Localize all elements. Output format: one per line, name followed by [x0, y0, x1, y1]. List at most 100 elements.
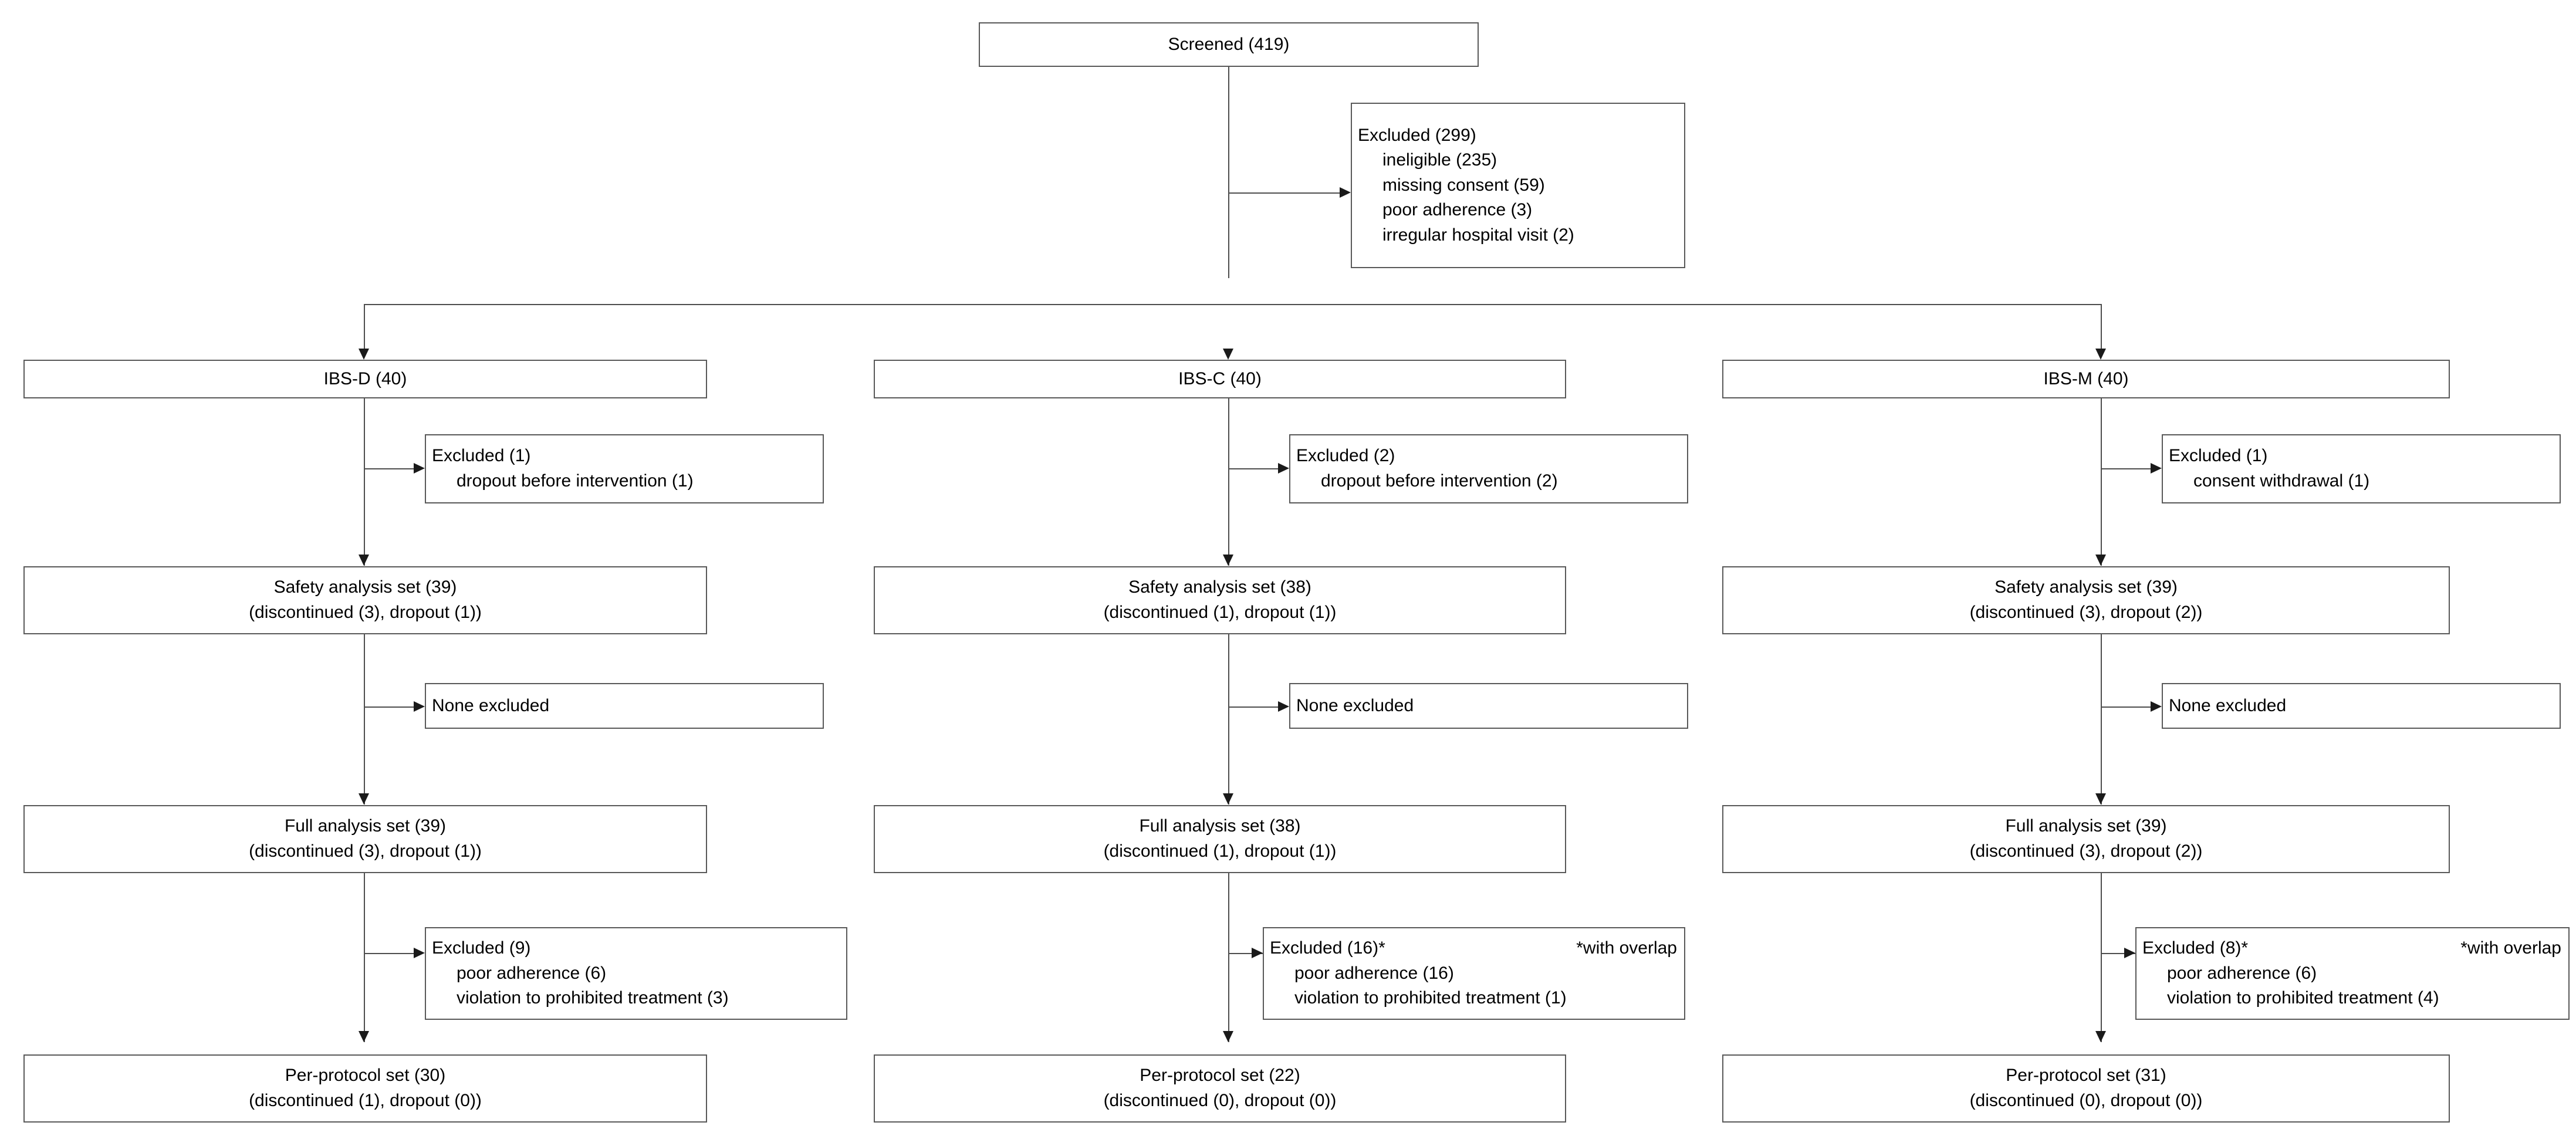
screening-excluded-header: Excluded (299) [1358, 125, 1476, 145]
safety-line-2: (discontinued (3), dropout (2)) [1969, 603, 2203, 622]
excluded-box-ibs-c-1: Excluded (2) dropout before intervention… [1289, 434, 1688, 503]
safety-line-1: Safety analysis set (39) [1994, 577, 2178, 597]
excluded-box-ibs-d-3: Excluded (9) poor adherence (6) violatio… [425, 927, 847, 1020]
arrowhead-ibsc-safety [1223, 555, 1233, 566]
pp-line-1: Per-protocol set (30) [285, 1066, 446, 1086]
excluded-header: Excluded (9) [432, 938, 531, 958]
group-label: IBS-M (40) [2043, 369, 2129, 388]
branch-drop-left [364, 304, 365, 349]
pp-line-2: (discontinued (1), dropout (0)) [249, 1091, 482, 1110]
full-line-2: (discontinued (3), dropout (1)) [249, 841, 482, 861]
connector-ibsm-safety-to-full [2101, 634, 2102, 804]
connector-screened-to-excluded [1228, 192, 1340, 194]
group-label: IBS-D (40) [323, 369, 407, 388]
full-line-1: Full analysis set (38) [1139, 816, 1301, 836]
excluded-reason: violation to prohibited treatment (1) [1294, 988, 1567, 1008]
excluded-reason: poor adherence (16) [1294, 963, 1454, 983]
full-line-1: Full analysis set (39) [2005, 816, 2167, 836]
safety-line-2: (discontinued (3), dropout (1)) [249, 603, 482, 622]
connector-ibsc-excluded1 [1228, 468, 1278, 469]
connector-ibsc-safety-to-full [1228, 634, 1229, 804]
connector-ibsd-excluded1 [364, 468, 414, 469]
safety-box-ibs-c: Safety analysis set (38) (discontinued (… [874, 566, 1566, 634]
branch-bar [364, 304, 2101, 305]
screening-excluded-reason: ineligible (235) [1382, 150, 1497, 170]
excluded-box-ibs-c-3: Excluded (16)* *with overlap poor adhere… [1263, 927, 1685, 1020]
connector-screened-to-branch [1228, 67, 1229, 278]
excluded-reason: poor adherence (6) [457, 963, 607, 983]
full-line-2: (discontinued (3), dropout (2)) [1969, 841, 2203, 861]
arrowhead-group-ibs-m [2095, 349, 2106, 360]
full-line-1: Full analysis set (39) [284, 816, 447, 836]
arrowhead-ibsc-excluded3 [1252, 948, 1263, 958]
arrowhead-group-ibs-c [1223, 349, 1233, 360]
arrowhead-ibsm-pp [2095, 1031, 2106, 1042]
connector-ibsd-group-to-safety [364, 398, 365, 566]
per-protocol-box-ibs-m: Per-protocol set (31) (discontinued (0),… [1722, 1054, 2450, 1123]
full-analysis-box-ibs-m: Full analysis set (39) (discontinued (3)… [1722, 805, 2450, 873]
arrowhead-ibsm-full [2095, 793, 2106, 804]
excluded-header-row: Excluded (2) [1296, 444, 1687, 469]
excluded-header-row: Excluded (16)* *with overlap [1270, 936, 1684, 961]
group-label: IBS-C (40) [1178, 369, 1262, 388]
arrowhead-ibsd-safety [359, 555, 369, 566]
pp-line-1: Per-protocol set (31) [2006, 1066, 2166, 1086]
arrowhead-ibsd-pp [359, 1031, 369, 1042]
arrowhead-ibsd-excluded2 [414, 701, 425, 712]
arrowhead-ibsm-excluded1 [2151, 463, 2162, 474]
excluded-reason: poor adherence (6) [2167, 963, 2317, 983]
excluded-box-ibs-d-1: Excluded (1) dropout before intervention… [425, 434, 824, 503]
arrowhead-ibsd-excluded3 [414, 948, 425, 958]
connector-ibsc-excluded2 [1228, 706, 1278, 708]
connector-ibsd-full-to-pp [364, 873, 365, 1042]
none-excluded-label: None excluded [432, 695, 550, 715]
group-box-ibs-d: IBS-D (40) [23, 360, 707, 398]
connector-ibsm-excluded2 [2101, 706, 2151, 708]
arrowhead-ibsm-excluded3 [2124, 948, 2135, 958]
full-analysis-box-ibs-d: Full analysis set (39) (discontinued (3)… [23, 805, 707, 873]
connector-ibsd-excluded2 [364, 706, 414, 708]
full-analysis-box-ibs-c: Full analysis set (38) (discontinued (1)… [874, 805, 1566, 873]
screening-excluded-reason: irregular hospital visit (2) [1382, 225, 1574, 245]
excluded-reason: dropout before intervention (2) [1321, 471, 1558, 491]
pp-line-2: (discontinued (0), dropout (0)) [1103, 1091, 1337, 1110]
per-protocol-box-ibs-c: Per-protocol set (22) (discontinued (0),… [874, 1054, 1566, 1123]
excluded-box-ibs-m-3: Excluded (8)* *with overlap poor adheren… [2135, 927, 2570, 1020]
arrowhead-ibsd-excluded1 [414, 463, 425, 474]
full-line-2: (discontinued (1), dropout (1)) [1103, 841, 1337, 861]
excluded-footnote: *with overlap [2460, 938, 2561, 958]
arrowhead-ibsm-safety [2095, 555, 2106, 566]
none-excluded-box-ibs-d: None excluded [425, 683, 824, 729]
excluded-reason: violation to prohibited treatment (3) [457, 988, 729, 1008]
group-box-ibs-c: IBS-C (40) [874, 360, 1566, 398]
none-excluded-label: None excluded [2169, 695, 2287, 715]
pp-line-2: (discontinued (0), dropout (0)) [1969, 1091, 2203, 1110]
connector-ibsd-excluded3 [364, 953, 414, 954]
safety-box-ibs-m: Safety analysis set (39) (discontinued (… [1722, 566, 2450, 634]
excluded-footnote: *with overlap [1576, 938, 1677, 958]
arrowhead-ibsm-excluded2 [2151, 701, 2162, 712]
arrowhead-ibsd-full [359, 793, 369, 804]
excluded-header: Excluded (1) [2169, 446, 2268, 466]
excluded-header: Excluded (16)* [1270, 938, 1385, 958]
arrowhead-screened-excluded [1340, 187, 1351, 198]
connector-ibsm-group-to-safety [2101, 398, 2102, 566]
arrowhead-ibsc-excluded2 [1278, 701, 1289, 712]
screened-box: Screened (419) [979, 22, 1479, 67]
group-box-ibs-m: IBS-M (40) [1722, 360, 2450, 398]
connector-ibsm-excluded3 [2101, 953, 2136, 954]
excluded-header-row: Excluded (9) [432, 936, 846, 961]
arrowhead-ibsc-excluded1 [1278, 463, 1289, 474]
excluded-reason: violation to prohibited treatment (4) [2167, 988, 2439, 1008]
arrowhead-ibsc-pp [1223, 1031, 1233, 1042]
excluded-header: Excluded (1) [432, 446, 531, 466]
connector-ibsc-full-to-pp [1228, 873, 1229, 1042]
connector-ibsc-group-to-safety [1228, 398, 1229, 566]
arrowhead-ibsc-full [1223, 793, 1233, 804]
screening-excluded-reason: poor adherence (3) [1382, 200, 1533, 220]
none-excluded-label: None excluded [1296, 695, 1414, 715]
none-excluded-box-ibs-c: None excluded [1289, 683, 1688, 729]
screening-excluded-box: Excluded (299) ineligible (235) missing … [1351, 103, 1685, 268]
branch-drop-right [2101, 304, 2102, 349]
